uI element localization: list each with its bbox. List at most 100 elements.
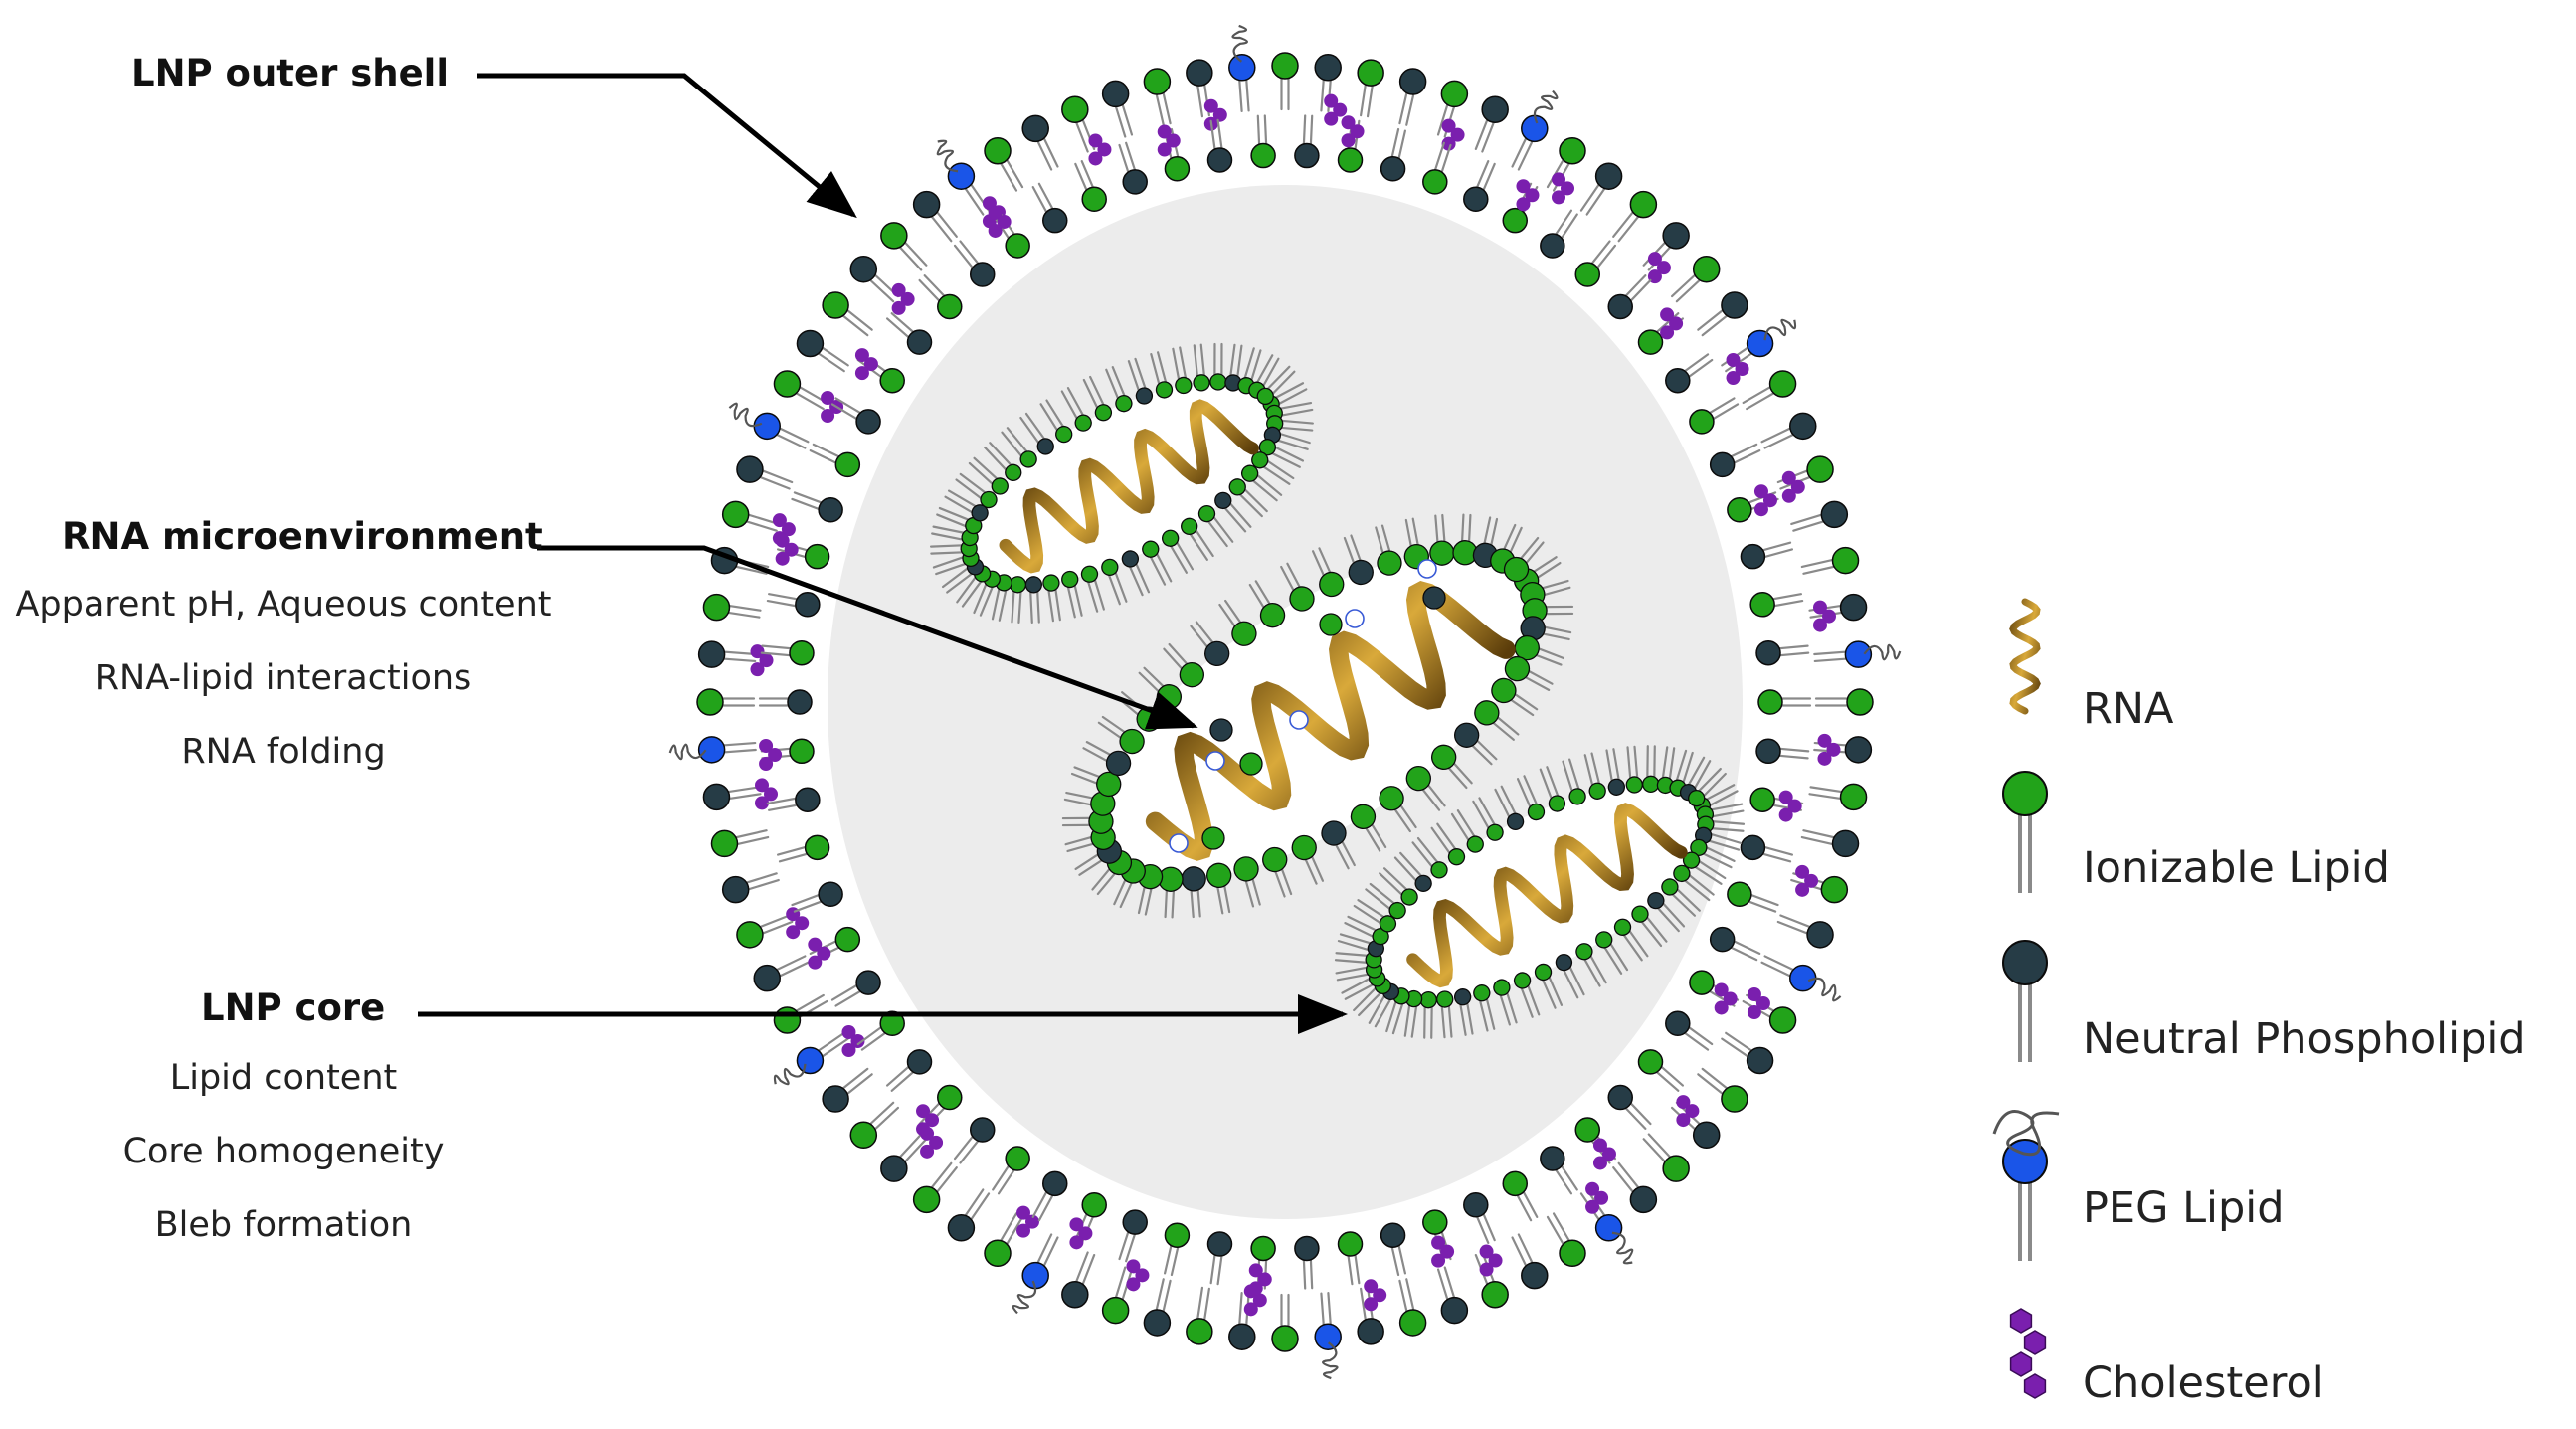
ionizable-lipid-head (980, 490, 998, 509)
neutral-phospholipid-head (1036, 438, 1054, 455)
ionizable-lipid-head (1081, 186, 1107, 213)
ionizable-lipid-head (736, 921, 764, 949)
inner-monolayer (758, 114, 1812, 1296)
ionizable-lipid-head (710, 829, 739, 858)
ionizable-lipid-head (1209, 373, 1227, 391)
ionizable-lipid-head (984, 136, 1012, 165)
neutral-phospholipid-head (1521, 1261, 1549, 1290)
ionizable-lipid-head (1491, 677, 1517, 704)
neutral-phospholipid-head (1101, 80, 1130, 108)
ionizable-lipid-head (1400, 888, 1418, 906)
ionizable-lipid-head (1271, 1325, 1299, 1352)
ionizable-lipid-head (1005, 1146, 1030, 1171)
ionizable-lipid-head (834, 926, 861, 953)
cholesterol-molecule (1016, 1205, 1039, 1238)
neutral-phospholipid-head (736, 455, 764, 483)
neutral-phospholipid-head (795, 592, 821, 618)
neutral-phospholipid-head (1844, 736, 1873, 764)
ionizable-lipid-head (1372, 927, 1389, 946)
neutral-phospholipid-head (912, 190, 941, 219)
ionizable-lipid-head (1452, 540, 1478, 566)
ionizable-lipid-head (1115, 395, 1133, 413)
neutral-phospholipid-head (1380, 156, 1406, 182)
ionizable-lipid-head (1727, 496, 1752, 523)
ionizable-lipid-head (879, 367, 905, 394)
ionizable-lipid-head (1839, 783, 1868, 811)
ionizable-lipid-head (1757, 689, 1783, 715)
ionizable-lipid-head (1595, 931, 1613, 949)
ionizable-lipid-head (1503, 556, 1530, 583)
cholesterol-molecule (891, 282, 915, 315)
ionizable-lipid-head (1588, 782, 1606, 800)
neutral-phospholipid-head (1294, 1235, 1320, 1262)
neutral-phospholipid-head (1607, 1084, 1633, 1111)
rna-micelle-upper (929, 342, 1314, 625)
neutral-phospholipid-head (1143, 1309, 1172, 1337)
positive-charge-icon (1205, 751, 1225, 771)
ionizable-lipid-head (1337, 1231, 1364, 1257)
neutral-phospholipid-head (1806, 921, 1834, 949)
neutral-phospholipid-head (1224, 374, 1242, 392)
ionizable-lipid-head (1101, 1296, 1130, 1325)
ionizable-lipid-head (1422, 1209, 1448, 1235)
ionizable-lipid-head (1094, 404, 1113, 422)
cholesterol-molecule (1088, 133, 1112, 166)
ionizable-lipid-head (1642, 775, 1660, 793)
neutral-phospholipid-head (1665, 367, 1691, 394)
cholesterol-molecule (1069, 1217, 1093, 1250)
rna-micro-item-3: RNA folding (181, 732, 386, 772)
neutral-phospholipid-head (1755, 738, 1781, 765)
cholesterol-molecule (1676, 1095, 1700, 1128)
neutral-phospholipid-head (795, 787, 821, 812)
ionizable-lipid-head (991, 477, 1009, 495)
ionizable-lipid-head (1574, 1117, 1601, 1143)
cholesterol-molecule (1341, 115, 1365, 148)
ionizable-lipid-head (1502, 1170, 1528, 1197)
ionizable-lipid-head (822, 291, 849, 319)
cholesterol-molecule (1747, 987, 1770, 1019)
rna-strand (1145, 580, 1516, 861)
peg-lipid-head (1844, 640, 1873, 668)
neutral-phospholipid-head (1721, 291, 1748, 319)
ionizable-lipid-head (1661, 878, 1679, 896)
neutral-phospholipid-head (1740, 543, 1766, 570)
ionizable-lipid-head (1749, 787, 1775, 812)
free-lipid-head (1209, 718, 1233, 742)
neutral-phospholipid-head (1820, 500, 1849, 529)
peg-lipid-head (796, 1046, 825, 1075)
arrow-rna-microenvironment (537, 545, 1198, 730)
ionizable-lipid-head (1429, 540, 1455, 566)
ionizable-lipid-head (1689, 409, 1715, 435)
neutral-phospholipid-head (1454, 722, 1480, 748)
ionizable-lipid-head (1692, 255, 1721, 283)
neutral-phospholipid-head (947, 1214, 976, 1242)
ionizable-lipid-head (1350, 804, 1377, 829)
cholesterol-molecule (759, 738, 783, 771)
cholesterol-molecule (808, 937, 831, 970)
ionizable-lipid-head (1379, 786, 1404, 811)
ionizable-lipid-head (937, 293, 963, 320)
cholesterol-molecule (1441, 118, 1465, 151)
neutral-phospholipid-head (855, 970, 881, 995)
peg-chain (668, 743, 707, 761)
neutral-phospholipid-head (1607, 293, 1633, 320)
ionizable-lipid-head (1846, 688, 1874, 716)
ionizable-lipid-head (1186, 1318, 1213, 1345)
neutral-phospholipid-head (1122, 1209, 1148, 1235)
cholesterol-molecule (1585, 1181, 1609, 1214)
neutral-phospholipid-head (906, 1049, 933, 1075)
neutral-phospholipid-head (1709, 926, 1736, 953)
ionizable-lipid-head (1061, 570, 1079, 589)
ionizable-lipid-head (1009, 576, 1027, 594)
ionizable-lipid-head (1101, 558, 1119, 577)
legend-cholesterol-icon (2009, 1308, 2047, 1399)
free-lipid-head (1239, 752, 1263, 776)
positive-charge-icon (1289, 710, 1309, 730)
neutral-phospholipid-head (1214, 491, 1232, 510)
neutral-phospholipid-head (1314, 54, 1342, 82)
ionizable-lipid-head (1259, 603, 1286, 628)
neutral-phospholipid-head (906, 329, 933, 355)
ionizable-lipid-head (1430, 861, 1448, 879)
neutral-phospholipid-head (971, 504, 989, 522)
ionizable-lipid-head (1240, 464, 1259, 482)
